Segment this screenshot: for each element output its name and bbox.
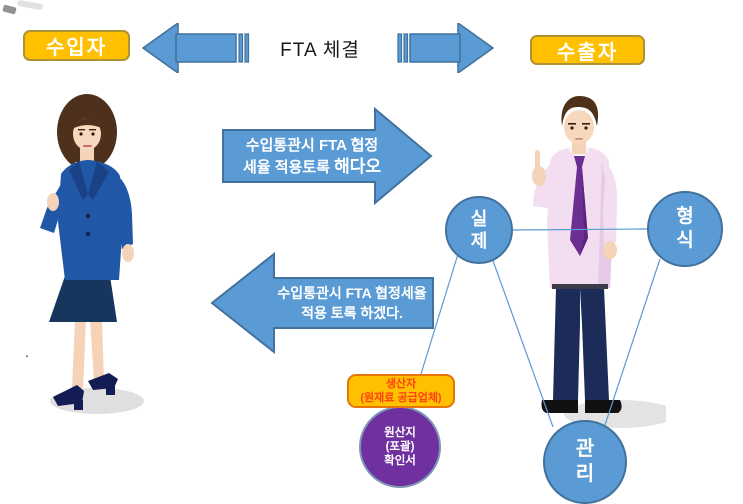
producer-line1: 생산자: [385, 378, 417, 390]
request-arrow-text: 수입통관시 FTA 협정 세율 적용토록 해다오: [230, 107, 394, 205]
request-line2-regular: 세율 적용토록: [242, 158, 335, 176]
circle-formal-line1: 형: [676, 206, 694, 227]
circle-manage-line1: 관: [575, 438, 595, 460]
block-arrow-right-icon: [222, 106, 433, 206]
producer-label: 생산자 (원재료 공급업체): [347, 374, 455, 408]
striped-arrow-left-icon: [142, 23, 250, 73]
reply-line1: 수입통관시 FTA 협정세율: [277, 285, 427, 301]
request-line1: 수입통관시 FTA 협정: [245, 136, 379, 154]
circle-actual-line1: 실: [470, 209, 488, 229]
reply-arrow-text: 수입통관시 FTA 협정세율 적용 토록 하겠다.: [272, 252, 432, 354]
circle-formal-line2: 식: [676, 230, 694, 251]
reply-line2: 적용 토록 하겠다.: [301, 305, 403, 321]
stray-period-mark: .: [25, 344, 29, 360]
importer-woman-illustration: [40, 94, 144, 414]
circle-formal: 형 식: [647, 191, 723, 267]
circle-actual: 실 제: [445, 196, 513, 264]
importer-label: 수입자: [23, 30, 130, 61]
exporter-label-text: 수출자: [556, 41, 619, 64]
importer-label-text: 수입자: [45, 37, 108, 59]
request-line2-bold: 해다오: [334, 156, 382, 176]
origin-cert-line1: 원산지: [384, 427, 416, 439]
block-arrow-left-icon: [210, 251, 434, 355]
circle-origin-certificate: 원산지 (포괄) 확인서: [359, 406, 441, 488]
circle-manage-line2: 리: [575, 463, 595, 485]
request-line2: 세율 적용토록 해다오: [230, 156, 394, 178]
circle-actual-line2: 제: [470, 231, 488, 251]
producer-line2: (원재료 공급업체): [360, 392, 442, 404]
circle-manage: 관 리: [543, 420, 627, 504]
origin-cert-line3: 확인서: [384, 455, 416, 467]
exporter-man-illustration: [532, 96, 666, 428]
fta-agreement-title: FTA 체결: [280, 40, 360, 61]
reply-speech-arrow: 수입통관시 FTA 협정세율 적용 토록 하겠다.: [210, 251, 435, 355]
request-speech-arrow: 수입통관시 FTA 협정 세율 적용토록 해다오: [222, 106, 433, 206]
exporter-label: 수출자: [530, 35, 645, 65]
striped-arrow-right-icon: [397, 23, 494, 73]
origin-cert-line2: (포괄): [385, 441, 415, 453]
